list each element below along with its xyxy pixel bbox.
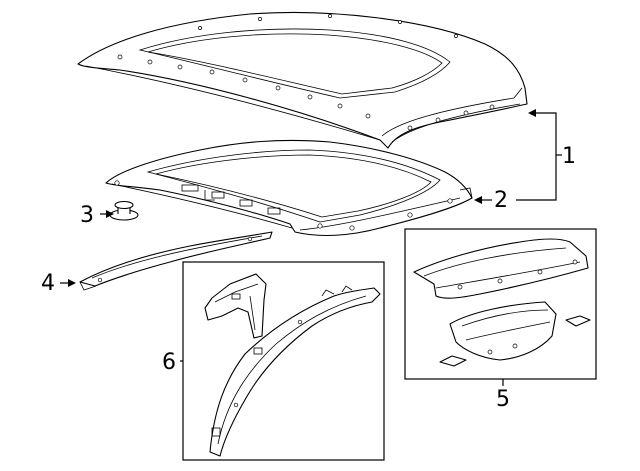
rear-header-kit[interactable] [413, 238, 591, 367]
roof-plug[interactable] [109, 200, 139, 221]
roof-rail[interactable] [79, 231, 273, 291]
callout-3: 3 [80, 203, 94, 228]
callout-2: 2 [494, 188, 508, 213]
roof-frame[interactable] [105, 139, 473, 237]
pillar-kit[interactable] [204, 273, 381, 457]
callout-4: 4 [41, 271, 55, 296]
callout-5: 5 [496, 387, 510, 412]
leaders [60, 109, 562, 386]
callout-1: 1 [562, 144, 576, 169]
rear-header-kit-box [404, 228, 597, 380]
callout-6: 6 [162, 350, 176, 375]
roof-panel[interactable] [77, 11, 528, 149]
